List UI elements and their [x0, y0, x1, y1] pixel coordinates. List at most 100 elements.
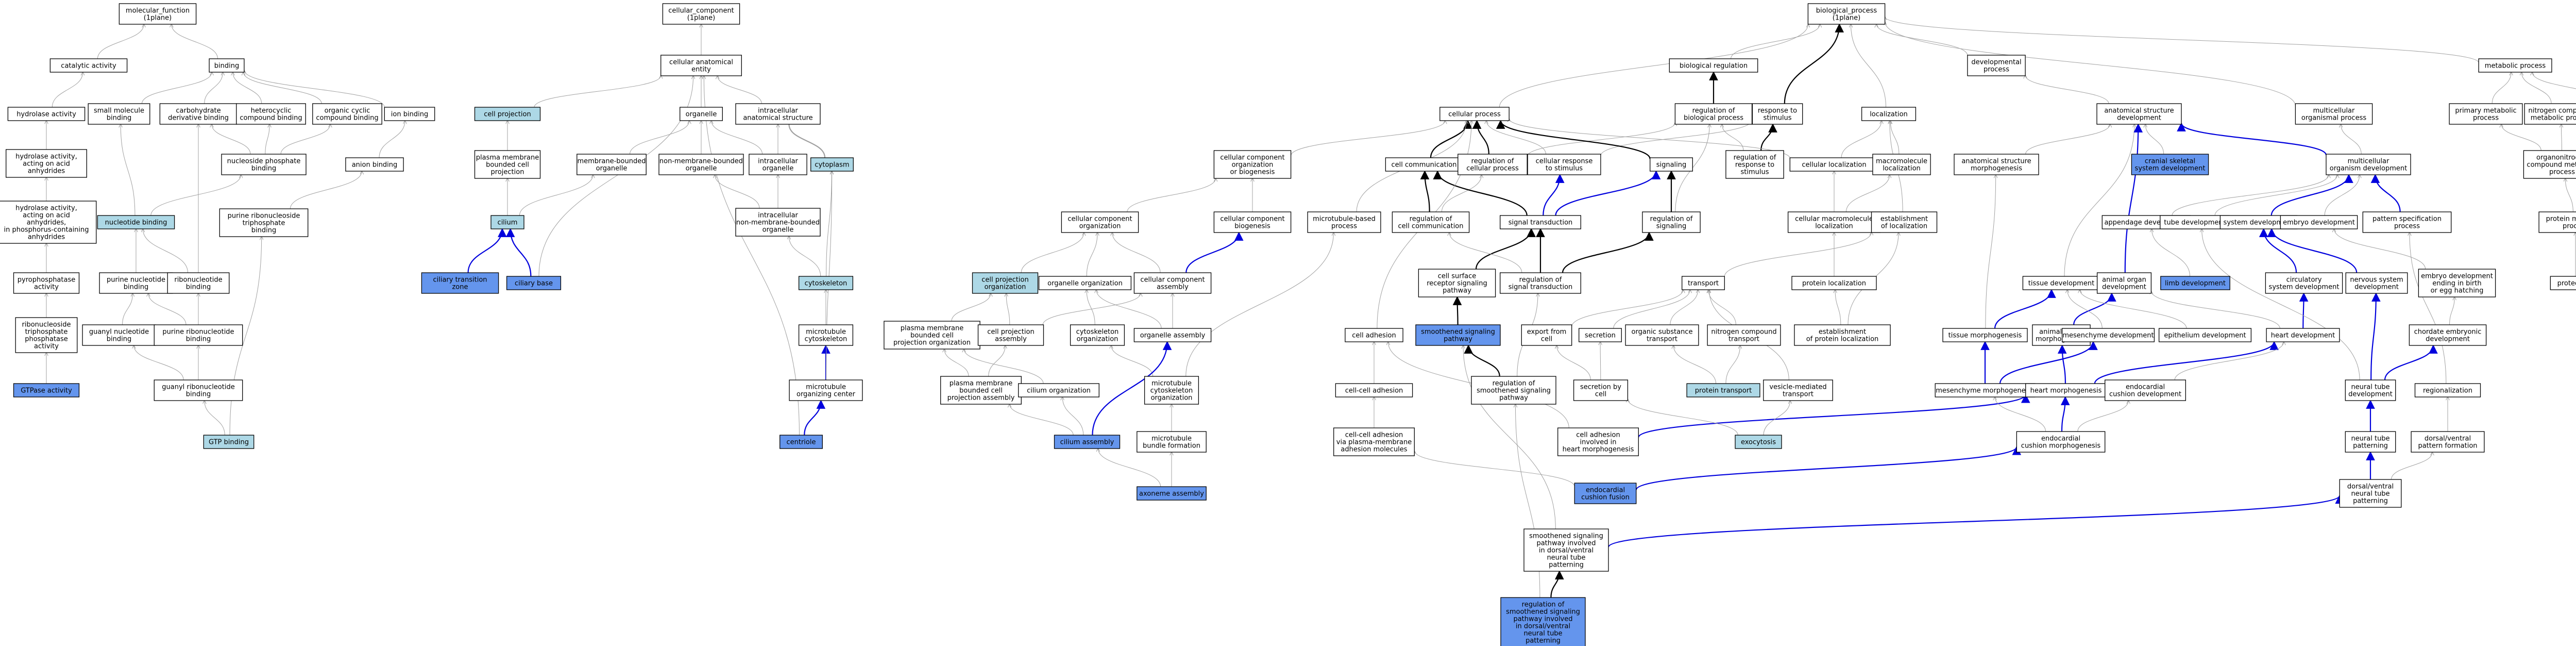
node-box [1137, 431, 1207, 453]
go-edge-endocmorph-to-heartmorph [2060, 396, 2070, 432]
node-box [221, 154, 307, 175]
node-box [1521, 324, 1572, 346]
node-box [2096, 103, 2182, 125]
go-edge-cmacloc-to-macloc [1845, 175, 1889, 212]
node-label: mesenchyme morphogenesis [1936, 387, 2035, 395]
go-edge-ciliumasm-to-ciliumorg [1062, 397, 1084, 436]
node-label: signaling [1656, 161, 1687, 169]
go-edge-nuc-to-nucphos [150, 175, 241, 216]
node-label: cytoplasm [815, 161, 849, 169]
go-edge-chordemb-to-embdevbirth [2449, 297, 2455, 325]
node-box [1872, 154, 1931, 175]
go-edge-carb-to-bind [204, 72, 223, 104]
go-edge-celladhheart-to-heartmorph [1638, 393, 2030, 438]
go-edge-orgnit-to-nitro [2561, 124, 2562, 151]
go-node-cyto: cytoplasm [810, 157, 854, 172]
go-edge-tissmorph-to-tissdev [1994, 289, 2056, 329]
go-edge-prottrans-to-orgsubtrans [1673, 345, 1717, 384]
node-label: anion binding [352, 161, 398, 169]
go-edge-cat-to-mf [97, 24, 144, 59]
go-edge-csrsp-to-sigtrans [1475, 228, 1536, 270]
node-label: cell projection [484, 111, 531, 119]
node-label: cellular process [1448, 111, 1501, 119]
node-box [97, 215, 175, 229]
go-edge-endocform-to-endocmorph [1635, 445, 2021, 490]
node-box [1573, 379, 1629, 401]
go-edge-endocmorph-to-endocdev [2077, 401, 2128, 432]
node-box [1213, 150, 1292, 179]
go-edge-het-to-bind [233, 72, 262, 104]
go-node-bind: binding [209, 58, 245, 73]
go-edge-asm-to-asd [2025, 124, 2110, 155]
node-box [15, 317, 78, 353]
node-label: cilium assembly [1060, 439, 1114, 446]
go-edge-heartmorph-to-aom [2057, 344, 2067, 384]
go-edge-intracell-to-cae [718, 76, 762, 104]
node-box [0, 201, 97, 244]
go-edge-mbo-to-organelle [630, 121, 689, 155]
node-box [1500, 597, 1586, 646]
go-edge-ntdev-to-nsdev [2370, 292, 2381, 380]
go-edge-mesdev-to-tissdev [2067, 290, 2103, 329]
node-box [1735, 435, 1782, 449]
node-box [662, 3, 740, 25]
go-edge-ccob-to-cellproc [1291, 121, 1445, 156]
node-box [209, 58, 245, 73]
node-box [6, 149, 87, 178]
node-label: biological_process(1plane) [1816, 7, 1877, 22]
node-box [1574, 483, 1637, 504]
node-box [384, 107, 435, 121]
go-edge-endocmorph-to-mesmorph [1995, 397, 2046, 432]
go-node-limbdev: limb development [2160, 276, 2230, 290]
node-box [49, 58, 128, 73]
go-edge-centr-to-mtoc [804, 400, 826, 436]
node-label: cilium organization [1027, 387, 1091, 395]
node-box [1807, 3, 1886, 25]
node-box [1682, 276, 1725, 290]
node-label: centriole [786, 439, 816, 446]
go-edge-mesmorph-to-mesdev [1999, 341, 2098, 384]
node-box [2160, 215, 2230, 229]
go-node-gtpb: GTP binding [203, 435, 255, 449]
go-edge-regresp-to-resp [1760, 123, 1777, 151]
go-edge-pmbcpasm-to-pmbcpo [944, 349, 969, 377]
go-edge-asd-to-devp [2025, 75, 2109, 104]
node-label: mesenchyme development [2062, 332, 2154, 340]
go-edge-secbycell-to-exportcell [1557, 345, 1591, 380]
node-box [1054, 435, 1121, 449]
go-node-cbase: ciliary base [506, 276, 562, 290]
node-box [1686, 383, 1760, 397]
